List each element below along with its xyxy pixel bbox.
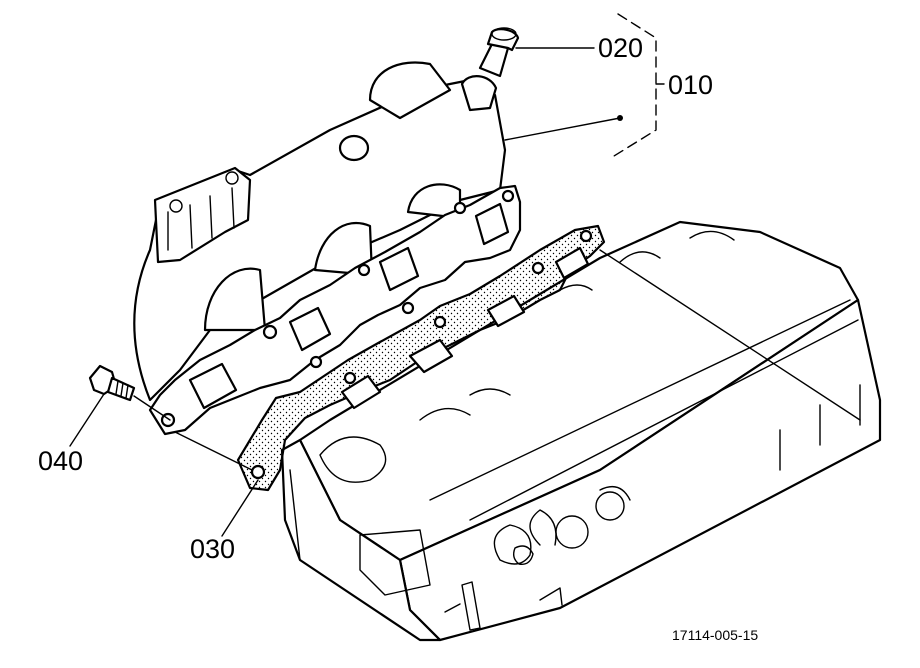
callout-030: 030 <box>190 534 235 564</box>
exhaust-manifold <box>133 61 522 436</box>
manifold-gasket <box>236 224 606 492</box>
figure-number: 17114-005-15 <box>672 627 758 643</box>
flange-bolt <box>88 364 136 402</box>
leader-lines <box>69 13 665 537</box>
callout-010: 010 <box>668 70 713 100</box>
pipe-fitting <box>478 27 520 78</box>
callout-020: 020 <box>598 33 643 63</box>
cylinder-head <box>280 220 882 642</box>
callout-040: 040 <box>38 446 83 476</box>
